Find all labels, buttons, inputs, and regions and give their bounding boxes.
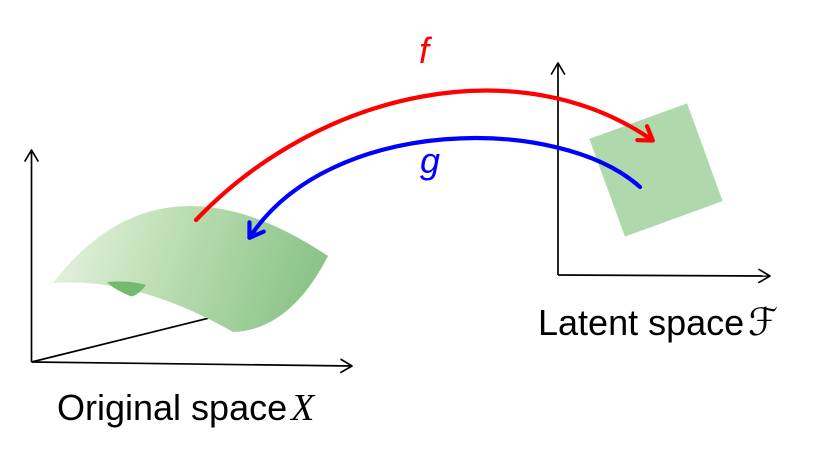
map-g-arrow: [247, 136, 643, 240]
latent-space-label-text: Latent space: [538, 302, 745, 343]
latent-space-x-axis: [557, 268, 771, 284]
latent-patch-square: [589, 103, 723, 237]
map-f-label: f: [419, 30, 430, 71]
original-space-symbol: X: [291, 387, 315, 429]
manifold-surface: [53, 206, 328, 332]
original-space-label-text: Original space: [57, 387, 288, 428]
map-g-label: g: [420, 140, 441, 181]
latent-space-symbol: ℱ: [748, 302, 779, 344]
map-f-arrow: [193, 88, 655, 223]
original-space-x-axis: [31, 358, 353, 374]
manifold-surface-fold: [107, 281, 146, 297]
